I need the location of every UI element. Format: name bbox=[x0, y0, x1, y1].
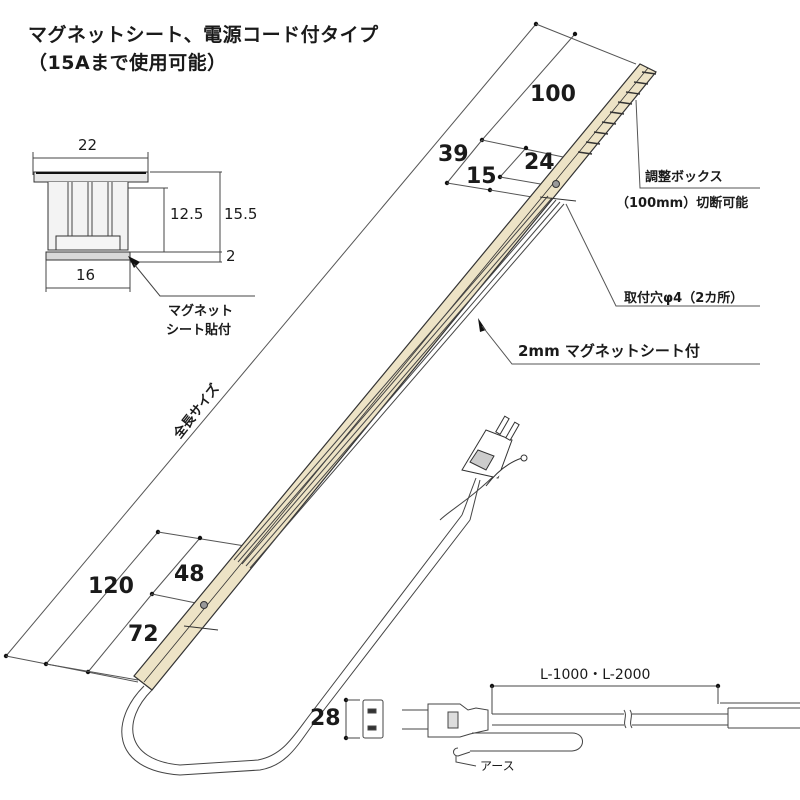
dim-adjust-box-100: 100 bbox=[530, 82, 576, 107]
dim-width-bottom: 16 bbox=[76, 266, 96, 284]
plug-3d bbox=[461, 415, 528, 487]
dim-plug-height: 28 bbox=[310, 706, 341, 731]
dim-height-total: 15.5 bbox=[224, 205, 258, 223]
cross-section-view bbox=[32, 152, 255, 297]
callout-mount-hole: 取付穴φ4（2カ所） bbox=[624, 291, 744, 306]
dim-15: 15 bbox=[466, 164, 497, 189]
bottom-end-dimensions bbox=[43, 529, 246, 681]
dim-48: 48 bbox=[174, 562, 205, 587]
callout-adjust-box-1: 調整ボックス bbox=[645, 170, 723, 185]
dim-width-top: 22 bbox=[78, 136, 98, 154]
callout-magnet-sheet: 2mm マグネットシート付 bbox=[518, 342, 700, 360]
power-cord bbox=[121, 469, 501, 776]
earth-label: アース bbox=[480, 759, 515, 773]
dim-39: 39 bbox=[438, 142, 469, 167]
dim-120: 120 bbox=[88, 574, 134, 599]
plug-detail bbox=[343, 683, 800, 767]
dim-24: 24 bbox=[524, 150, 555, 175]
magnet-rail-body bbox=[133, 63, 657, 691]
callout-leaders bbox=[478, 99, 760, 365]
dim-sheet-thickness: 2 bbox=[226, 247, 236, 265]
callout-magnet-sheet-attached-1: マグネット bbox=[168, 304, 234, 319]
dim-72: 72 bbox=[128, 622, 159, 647]
callout-magnet-sheet-attached-2: シート貼付 bbox=[166, 323, 232, 338]
callout-adjust-box-2: （100mm）切断可能 bbox=[616, 196, 749, 211]
dim-cord-length: L-1000・L-2000 bbox=[540, 667, 651, 683]
top-end-dimensions bbox=[444, 31, 578, 199]
dim-height-inner: 12.5 bbox=[170, 205, 204, 223]
